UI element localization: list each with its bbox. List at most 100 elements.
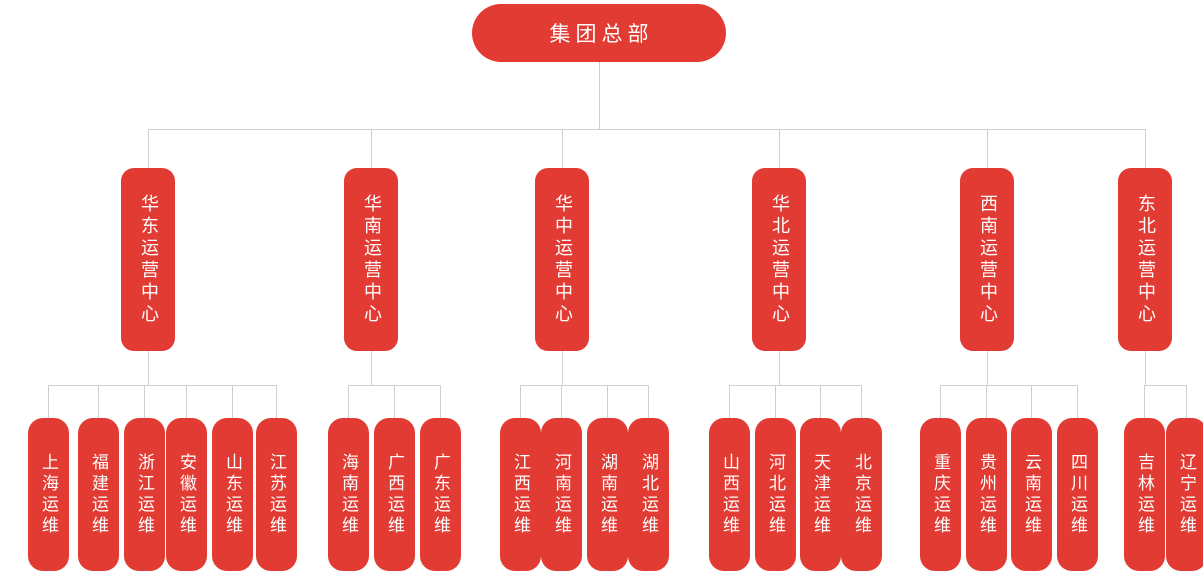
node-leaf-5-1-label: 辽宁运维 — [1176, 452, 1196, 537]
connector-center-stem-3 — [779, 351, 780, 385]
connector-leaf-drop-3-1 — [775, 385, 776, 418]
connector-level2-drop-1 — [371, 129, 372, 168]
connector-level2-drop-4 — [987, 129, 988, 168]
node-leaf-0-0-label: 上海运维 — [38, 452, 58, 537]
node-leaf-4-2[interactable]: 云南运维 — [1011, 418, 1052, 571]
node-leaf-0-1-label: 福建运维 — [88, 452, 108, 537]
connector-leaf-bus-2 — [520, 385, 648, 386]
connector-leaf-drop-0-3 — [186, 385, 187, 418]
node-leaf-2-0-label: 江西运维 — [510, 452, 530, 537]
node-leaf-3-3-label: 北京运维 — [851, 452, 871, 537]
node-leaf-3-1[interactable]: 河北运维 — [755, 418, 796, 571]
node-leaf-0-2[interactable]: 浙江运维 — [124, 418, 165, 571]
node-leaf-1-1-label: 广西运维 — [384, 452, 404, 537]
connector-level2-drop-3 — [779, 129, 780, 168]
node-leaf-3-2[interactable]: 天津运维 — [800, 418, 841, 571]
node-center-2-label: 华中运营中心 — [552, 193, 573, 326]
node-leaf-1-2-label: 广东运维 — [430, 452, 450, 537]
connector-center-stem-1 — [371, 351, 372, 385]
node-center-2[interactable]: 华中运营中心 — [535, 168, 589, 351]
node-center-1[interactable]: 华南运营中心 — [344, 168, 398, 351]
connector-leaf-drop-2-1 — [561, 385, 562, 418]
connector-leaf-bus-0 — [48, 385, 276, 386]
connector-leaf-drop-2-2 — [607, 385, 608, 418]
node-leaf-2-3[interactable]: 湖北运维 — [628, 418, 669, 571]
node-root-headquarters-label: 集团总部 — [549, 22, 654, 46]
node-leaf-1-1[interactable]: 广西运维 — [374, 418, 415, 571]
node-leaf-0-0[interactable]: 上海运维 — [28, 418, 69, 571]
node-center-3-label: 华北运营中心 — [769, 193, 790, 326]
connector-leaf-drop-0-0 — [48, 385, 49, 418]
node-center-0-label: 华东运营中心 — [138, 193, 159, 326]
node-leaf-1-0-label: 海南运维 — [338, 452, 358, 537]
node-center-1-label: 华南运营中心 — [361, 193, 382, 326]
connector-leaf-bus-4 — [940, 385, 1077, 386]
connector-leaf-drop-0-1 — [98, 385, 99, 418]
node-leaf-0-3[interactable]: 安徽运维 — [166, 418, 207, 571]
node-center-4-label: 西南运营中心 — [977, 193, 998, 326]
connector-leaf-drop-0-4 — [232, 385, 233, 418]
connector-leaf-drop-3-0 — [729, 385, 730, 418]
node-leaf-0-4[interactable]: 山东运维 — [212, 418, 253, 571]
node-center-4[interactable]: 西南运营中心 — [960, 168, 1014, 351]
node-leaf-3-2-label: 天津运维 — [810, 452, 830, 537]
connector-leaf-drop-1-2 — [440, 385, 441, 418]
node-leaf-4-2-label: 云南运维 — [1021, 452, 1041, 537]
node-leaf-2-0[interactable]: 江西运维 — [500, 418, 541, 571]
node-center-3[interactable]: 华北运营中心 — [752, 168, 806, 351]
connector-leaf-drop-4-3 — [1077, 385, 1078, 418]
node-leaf-2-2-label: 湖南运维 — [597, 452, 617, 537]
node-root-headquarters[interactable]: 集团总部 — [472, 4, 726, 62]
node-leaf-4-3[interactable]: 四川运维 — [1057, 418, 1098, 571]
node-leaf-3-1-label: 河北运维 — [765, 452, 785, 537]
connector-leaf-drop-0-2 — [144, 385, 145, 418]
connector-leaf-drop-5-0 — [1144, 385, 1145, 418]
node-leaf-2-1[interactable]: 河南运维 — [541, 418, 582, 571]
node-center-0[interactable]: 华东运营中心 — [121, 168, 175, 351]
connector-leaf-drop-1-1 — [394, 385, 395, 418]
node-leaf-0-1[interactable]: 福建运维 — [78, 418, 119, 571]
connector-leaf-drop-1-0 — [348, 385, 349, 418]
connector-level2-drop-0 — [148, 129, 149, 168]
connector-center-stem-4 — [987, 351, 988, 385]
node-leaf-5-0[interactable]: 吉林运维 — [1124, 418, 1165, 571]
node-leaf-3-3[interactable]: 北京运维 — [841, 418, 882, 571]
connector-leaf-bus-5 — [1144, 385, 1186, 386]
node-leaf-5-1[interactable]: 辽宁运维 — [1166, 418, 1203, 571]
node-center-5-label: 东北运营中心 — [1135, 193, 1156, 326]
connector-level2-bus — [148, 129, 1145, 130]
connector-level2-drop-5 — [1145, 129, 1146, 168]
node-leaf-5-0-label: 吉林运维 — [1134, 452, 1154, 537]
connector-leaf-bus-3 — [729, 385, 861, 386]
connector-leaf-drop-2-3 — [648, 385, 649, 418]
connector-level2-drop-2 — [562, 129, 563, 168]
connector-leaf-drop-2-0 — [520, 385, 521, 418]
connector-center-stem-0 — [148, 351, 149, 385]
connector-leaf-drop-5-1 — [1186, 385, 1187, 418]
node-leaf-0-4-label: 山东运维 — [222, 452, 242, 537]
node-leaf-4-1-label: 贵州运维 — [976, 452, 996, 537]
connector-leaf-drop-3-2 — [820, 385, 821, 418]
node-leaf-0-5[interactable]: 江苏运维 — [256, 418, 297, 571]
connector-center-stem-5 — [1145, 351, 1146, 385]
node-leaf-2-2[interactable]: 湖南运维 — [587, 418, 628, 571]
connector-root-stem — [599, 62, 600, 129]
node-leaf-3-0-label: 山西运维 — [719, 452, 739, 537]
connector-center-stem-2 — [562, 351, 563, 385]
node-leaf-2-1-label: 河南运维 — [551, 452, 571, 537]
connector-leaf-drop-4-2 — [1031, 385, 1032, 418]
node-center-5[interactable]: 东北运营中心 — [1118, 168, 1172, 351]
connector-leaf-drop-4-0 — [940, 385, 941, 418]
node-leaf-1-2[interactable]: 广东运维 — [420, 418, 461, 571]
node-leaf-4-3-label: 四川运维 — [1067, 452, 1087, 537]
node-leaf-4-1[interactable]: 贵州运维 — [966, 418, 1007, 571]
node-leaf-2-3-label: 湖北运维 — [638, 452, 658, 537]
node-leaf-4-0[interactable]: 重庆运维 — [920, 418, 961, 571]
connector-leaf-drop-0-5 — [276, 385, 277, 418]
node-leaf-1-0[interactable]: 海南运维 — [328, 418, 369, 571]
node-leaf-3-0[interactable]: 山西运维 — [709, 418, 750, 571]
node-leaf-0-3-label: 安徽运维 — [176, 452, 196, 537]
node-leaf-0-2-label: 浙江运维 — [134, 452, 154, 537]
node-leaf-4-0-label: 重庆运维 — [930, 452, 950, 537]
